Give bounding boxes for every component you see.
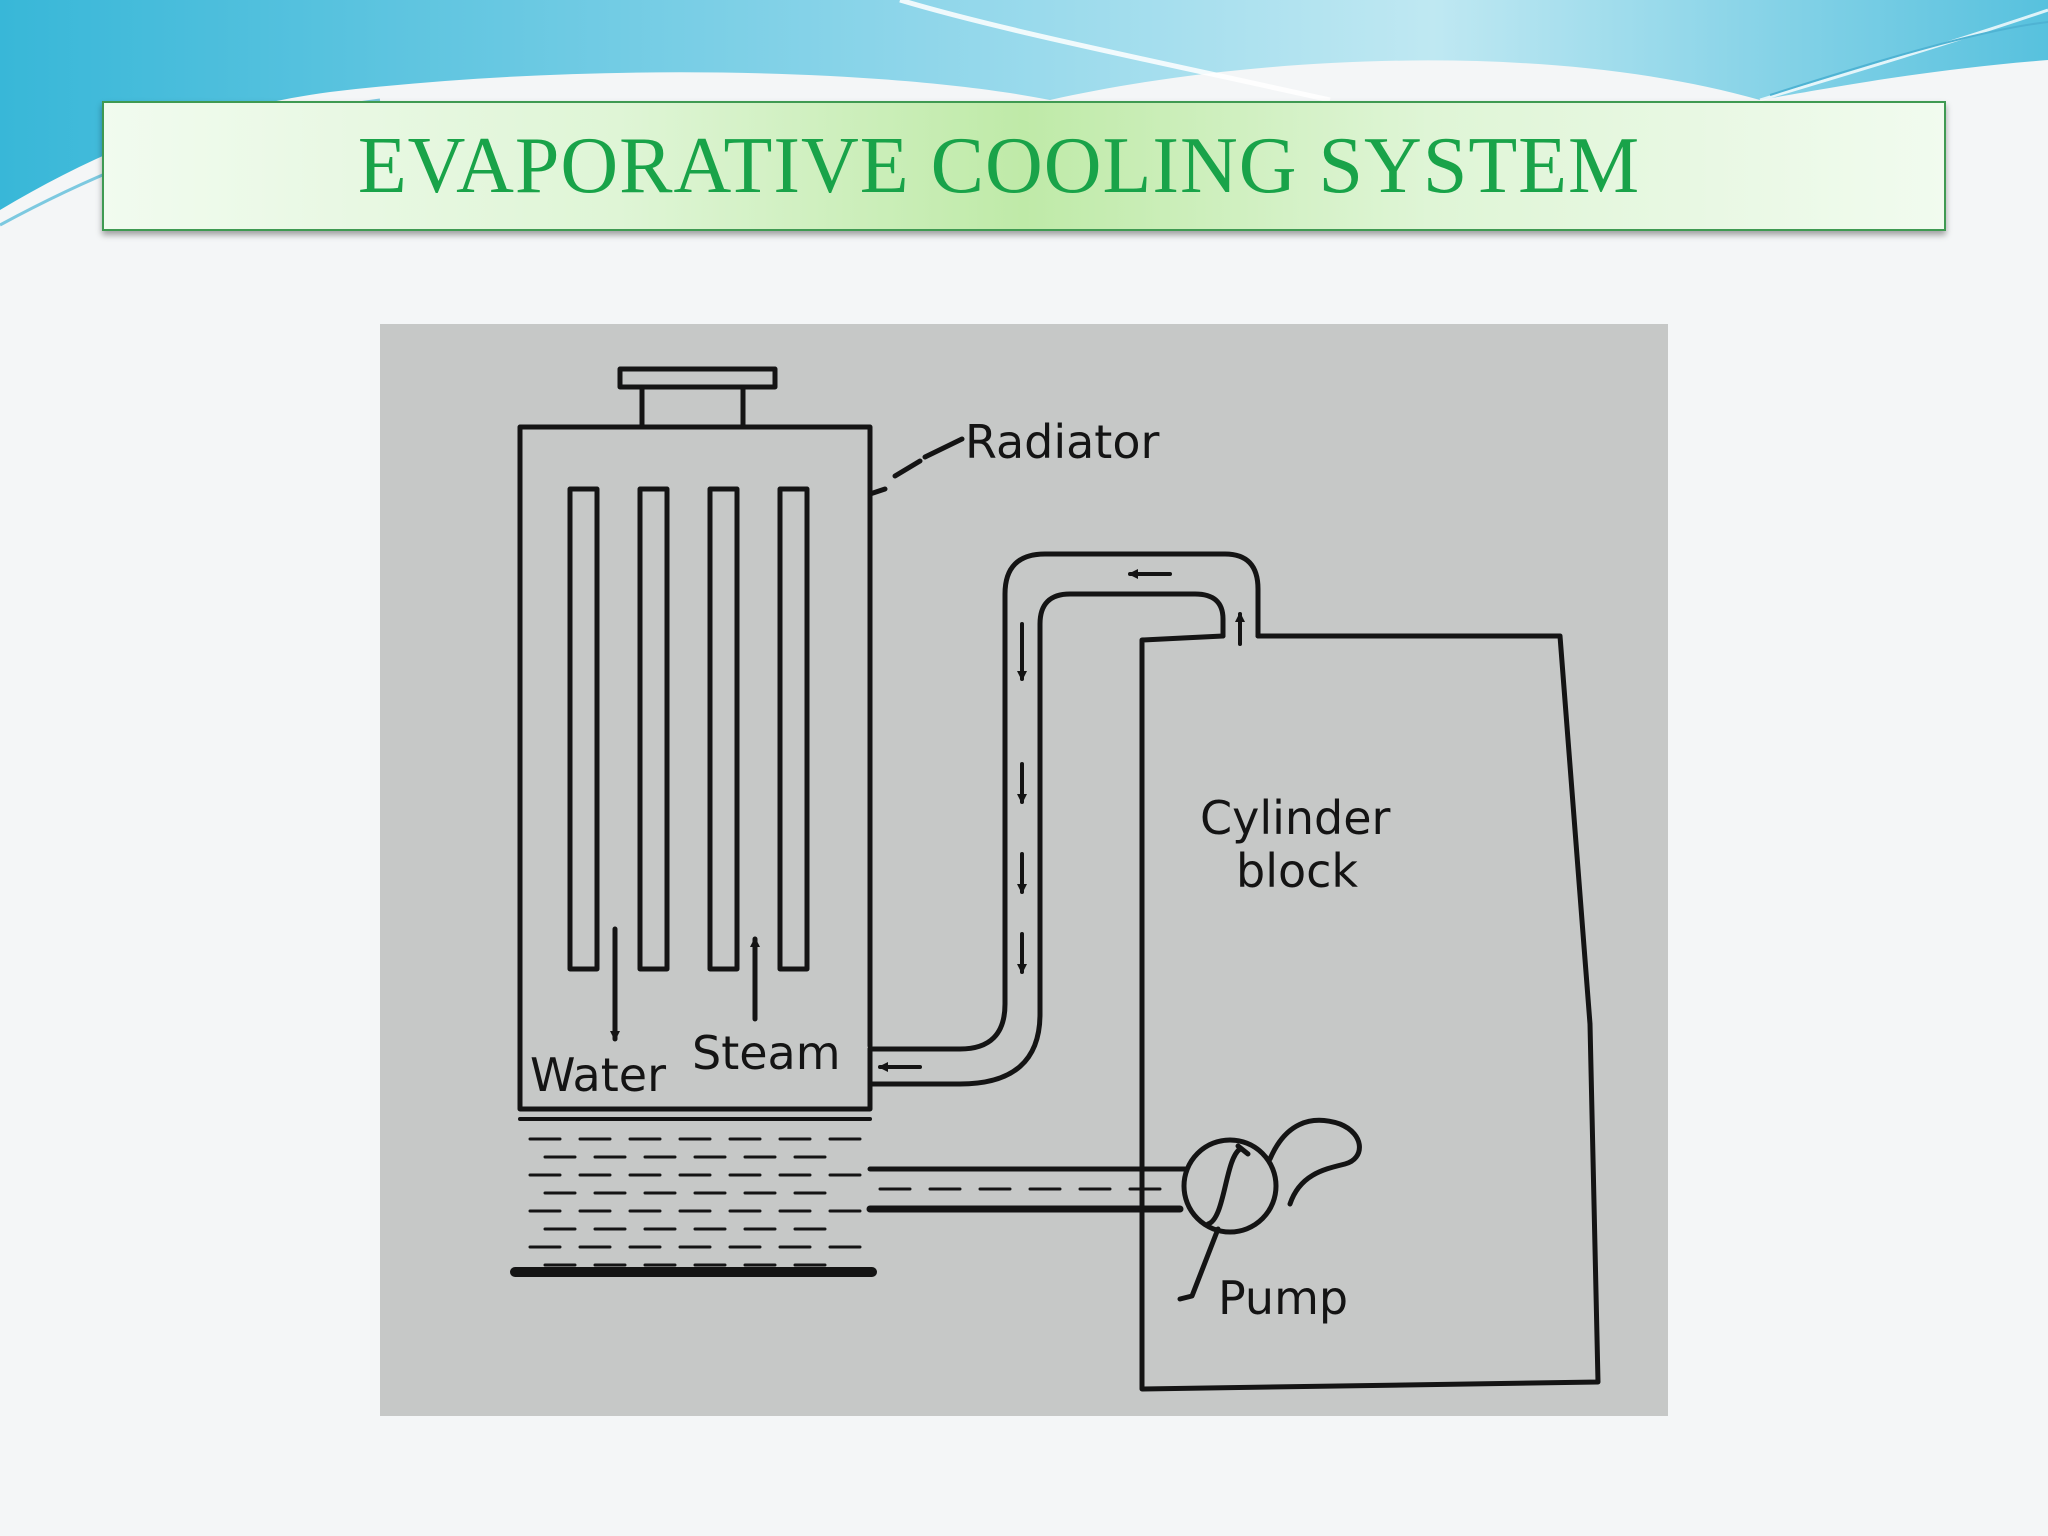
radiator-tank: [517, 424, 873, 1112]
steam-pipe: [867, 551, 1261, 1087]
water-pipe: [866, 1166, 1188, 1213]
water-label: Water: [530, 1048, 666, 1102]
radiator-label: Radiator: [965, 415, 1159, 469]
water-dashes: [528, 1137, 862, 1267]
evaporative-cooling-diagram: Radiator Cylinder block Water Steam Pump: [510, 366, 1601, 1392]
cylinder-block: [1139, 633, 1601, 1392]
pump-label: Pump: [1218, 1271, 1348, 1325]
cylinder-block-label-line2: block: [1236, 844, 1358, 898]
radiator-tubes: [567, 486, 810, 972]
diagram-image: Radiator Cylinder block Water Steam Pump: [380, 324, 1668, 1416]
radiator-leader: [867, 436, 965, 497]
radiator-cap: [617, 366, 778, 430]
steam-pipe-flow-arrows: [878, 569, 1245, 1072]
title-bar: EVAPORATIVE COOLING SYSTEM: [102, 101, 1946, 231]
steam-label: Steam: [692, 1026, 841, 1080]
slide-title: EVAPORATIVE COOLING SYSTEM: [357, 121, 1641, 210]
cylinder-block-label-line1: Cylinder: [1200, 791, 1391, 845]
pump: [1177, 1117, 1362, 1302]
